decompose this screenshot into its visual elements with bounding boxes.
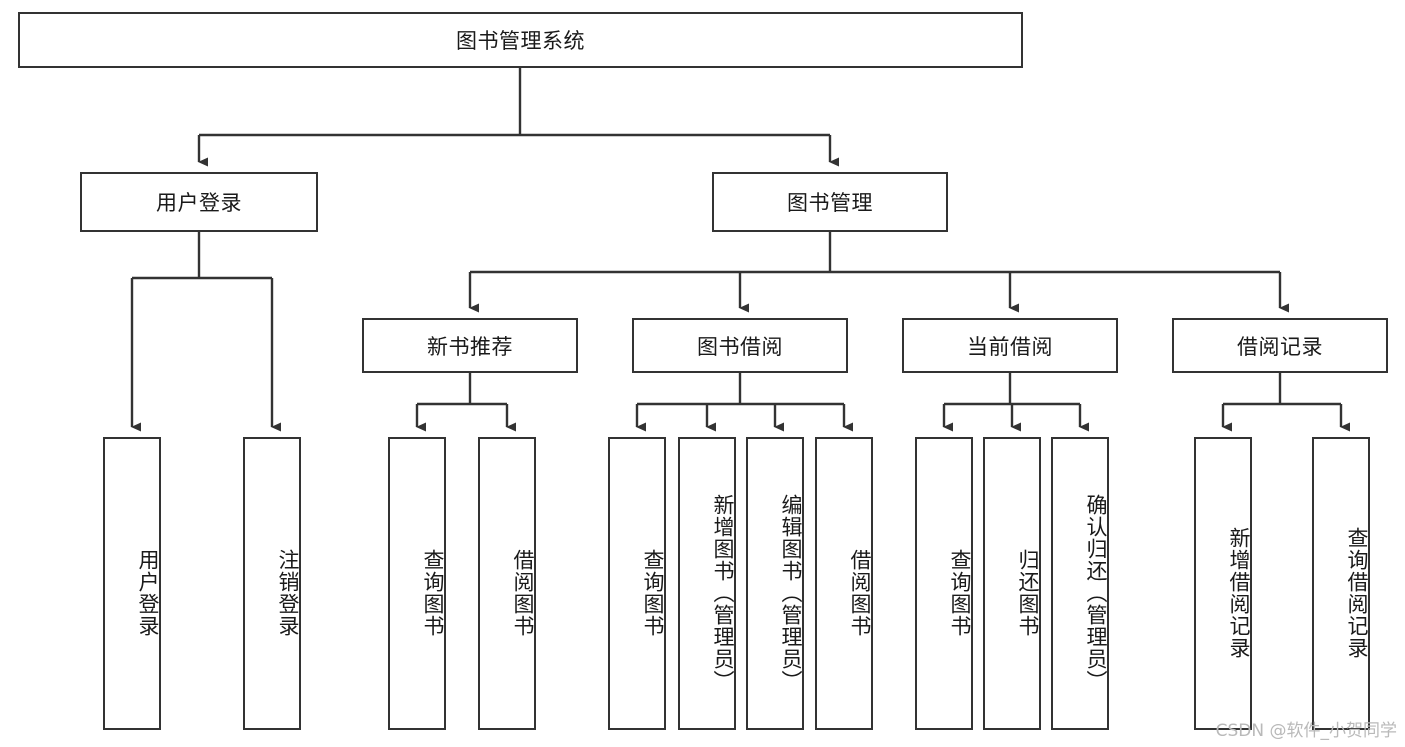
leaf-borrow-book-recommend[interactable]: 借阅图书 <box>478 437 536 730</box>
watermark: CSDN @软件_小贺同学 <box>1215 721 1397 741</box>
node-book-management[interactable]: 图书管理 <box>712 172 948 232</box>
leaf-confirm-return-admin-label: 确认归还（管理员） <box>1084 493 1108 692</box>
node-book-management-label: 图书管理 <box>787 191 873 215</box>
leaf-borrow-book[interactable]: 借阅图书 <box>815 437 873 730</box>
leaf-borrow-book-label: 借阅图书 <box>848 548 872 637</box>
node-borrow-record[interactable]: 借阅记录 <box>1172 318 1388 373</box>
leaf-logout-label: 注销登录 <box>276 548 300 637</box>
leaf-user-login-label: 用户登录 <box>136 548 160 637</box>
leaf-return-book[interactable]: 归还图书 <box>983 437 1041 730</box>
node-current-borrow[interactable]: 当前借阅 <box>902 318 1118 373</box>
node-root-label: 图书管理系统 <box>456 29 585 53</box>
leaf-query-book-recommend-label: 查询图书 <box>421 548 445 637</box>
leaf-borrow-book-recommend-label: 借阅图书 <box>511 548 535 637</box>
leaf-add-borrow-record[interactable]: 新增借阅记录 <box>1194 437 1252 730</box>
leaf-query-book-current[interactable]: 查询图书 <box>915 437 973 730</box>
node-current-borrow-label: 当前借阅 <box>967 334 1053 359</box>
leaf-add-borrow-record-label: 新增借阅记录 <box>1227 526 1251 659</box>
leaf-query-book-recommend[interactable]: 查询图书 <box>388 437 446 730</box>
leaf-query-book-borrow-label: 查询图书 <box>641 548 665 637</box>
node-new-book-recommend[interactable]: 新书推荐 <box>362 318 578 373</box>
node-book-borrow[interactable]: 图书借阅 <box>632 318 848 373</box>
leaf-confirm-return-admin[interactable]: 确认归还（管理员） <box>1051 437 1109 730</box>
leaf-add-book-admin-label: 新增图书（管理员） <box>711 493 735 692</box>
node-user-login[interactable]: 用户登录 <box>80 172 318 232</box>
node-borrow-record-label: 借阅记录 <box>1237 334 1323 359</box>
leaf-query-borrow-record-label: 查询借阅记录 <box>1345 526 1369 659</box>
leaf-edit-book-admin[interactable]: 编辑图书（管理员） <box>746 437 804 730</box>
leaf-query-book-current-label: 查询图书 <box>948 548 972 637</box>
leaf-user-login[interactable]: 用户登录 <box>103 437 161 730</box>
leaf-return-book-label: 归还图书 <box>1016 548 1040 637</box>
node-book-borrow-label: 图书借阅 <box>697 334 783 359</box>
node-root[interactable]: 图书管理系统 <box>18 12 1023 68</box>
leaf-logout[interactable]: 注销登录 <box>243 437 301 730</box>
node-new-book-recommend-label: 新书推荐 <box>427 334 513 359</box>
leaf-query-book-borrow[interactable]: 查询图书 <box>608 437 666 730</box>
node-user-login-label: 用户登录 <box>156 191 242 215</box>
leaf-add-book-admin[interactable]: 新增图书（管理员） <box>678 437 736 730</box>
leaf-edit-book-admin-label: 编辑图书（管理员） <box>779 493 803 692</box>
leaf-query-borrow-record[interactable]: 查询借阅记录 <box>1312 437 1370 730</box>
